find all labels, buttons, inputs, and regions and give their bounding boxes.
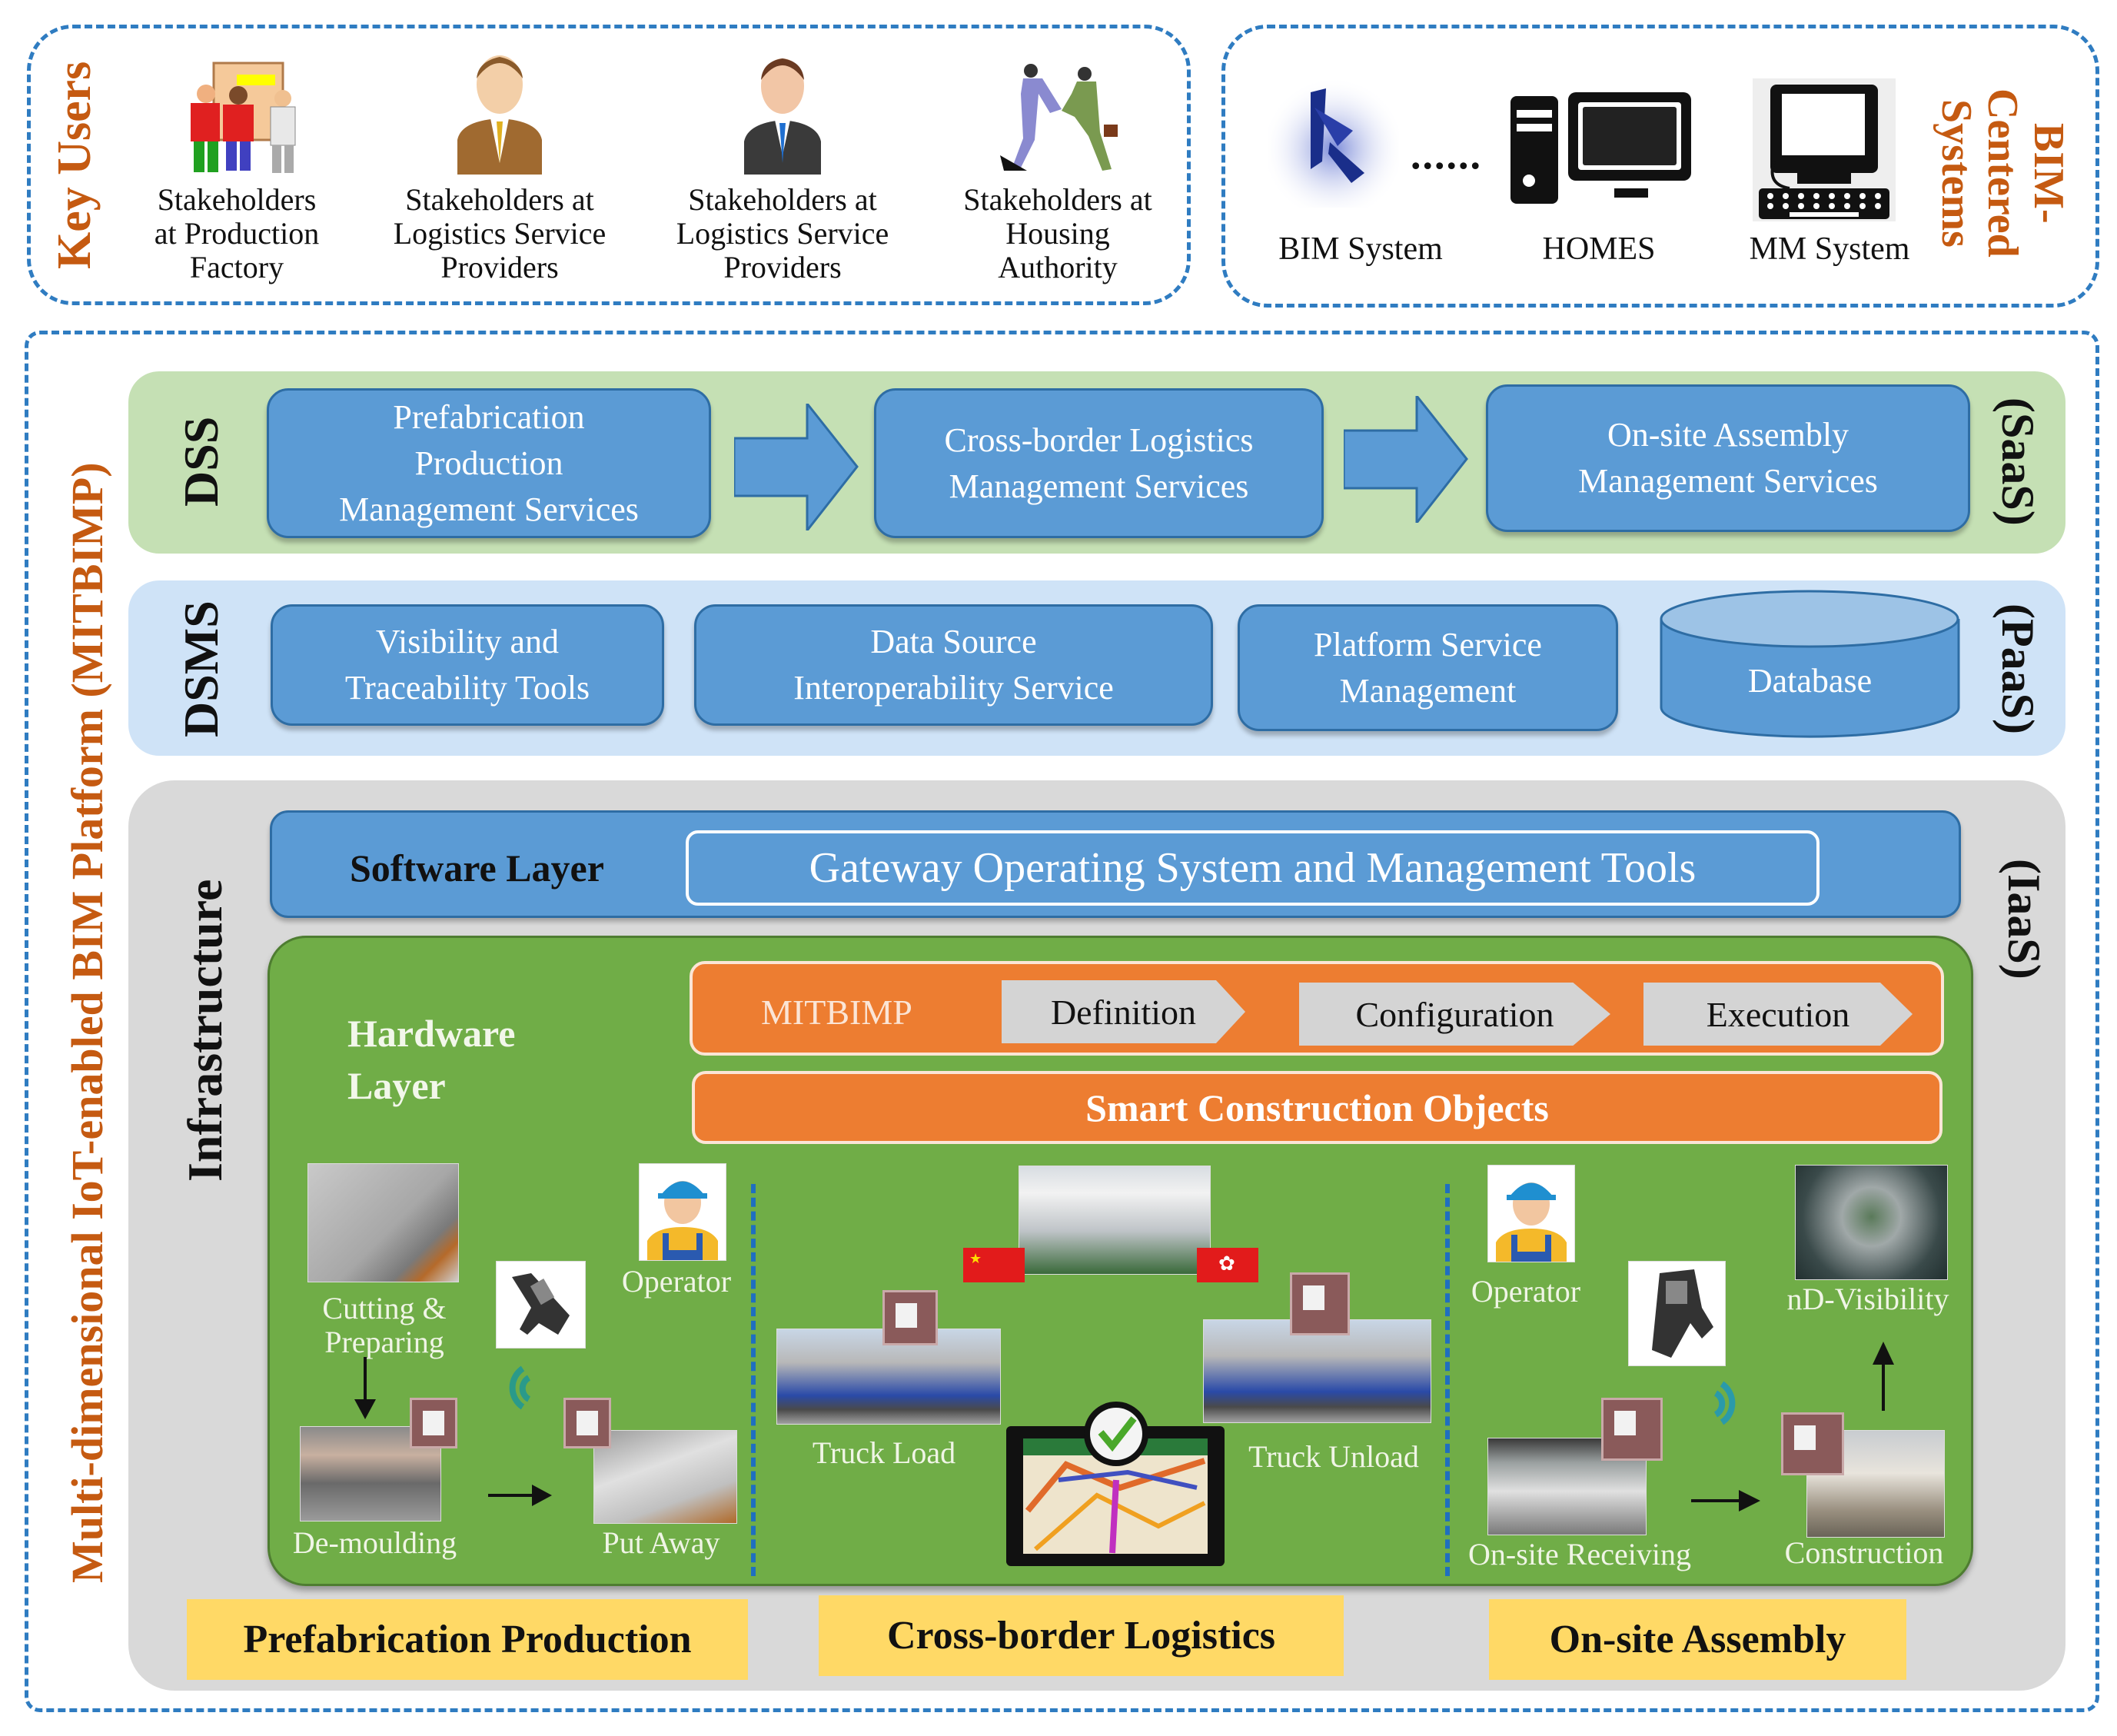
right-arrow-icon xyxy=(488,1494,534,1497)
operator-label: Operator xyxy=(621,1264,732,1299)
dss-title: DSS xyxy=(174,416,228,507)
dss-tier: (SaaS) xyxy=(1992,397,2043,526)
construction-label: Construction xyxy=(1784,1535,1944,1570)
gps-navigator-icon xyxy=(1005,1395,1228,1568)
nd-visibility-photo xyxy=(1795,1165,1948,1280)
rfid-tag-icon xyxy=(410,1398,457,1448)
rfid-tag-icon xyxy=(563,1398,611,1448)
right-arrow-icon xyxy=(1691,1499,1741,1502)
smart-construction-objects[interactable]: Smart Construction Objects xyxy=(692,1071,1943,1144)
onsite-receiving-label: On-site Receiving xyxy=(1468,1537,1691,1571)
revit-logo-icon xyxy=(1268,77,1399,208)
china-flag-icon: ★ xyxy=(963,1248,1025,1282)
border-building-photo xyxy=(1019,1166,1211,1275)
operator-avatar xyxy=(639,1163,726,1261)
factory-workers-icon xyxy=(168,48,306,178)
rfid-scanner-icon xyxy=(1628,1261,1726,1366)
key-users-title: Key Users xyxy=(48,61,101,270)
bim-systems-panel xyxy=(1221,25,2099,308)
database-label: Database xyxy=(1747,662,1873,700)
up-arrow-head xyxy=(1873,1342,1894,1365)
cutting-photo xyxy=(307,1163,459,1282)
step-definition[interactable]: Definition xyxy=(1002,980,1245,1043)
demoulding-photo xyxy=(300,1426,441,1521)
down-arrow-icon xyxy=(364,1357,367,1403)
operator-avatar xyxy=(1487,1165,1575,1262)
software-layer xyxy=(270,810,1961,918)
put-away-label: Put Away xyxy=(602,1525,720,1560)
infrastructure-title: Infrastructure xyxy=(178,879,232,1182)
rfid-tag-icon xyxy=(1290,1272,1350,1335)
rfid-scanner-icon xyxy=(496,1261,586,1349)
database-cylinder[interactable]: Database xyxy=(1659,588,1961,738)
mitbimp-label: MITBIMP xyxy=(761,993,912,1032)
phase-divider xyxy=(751,1184,756,1576)
handshake-icon xyxy=(989,48,1127,178)
demoulding-label: De-moulding xyxy=(292,1525,457,1560)
platform-title: Multi-dimensional IoT-enabled BIM Platfo… xyxy=(62,462,112,1583)
up-arrow-icon xyxy=(1882,1365,1885,1411)
software-layer-label: Software Layer xyxy=(350,846,604,890)
businessman-dark-suit-icon xyxy=(713,48,852,178)
put-away-photo xyxy=(593,1430,737,1524)
businessman-brown-suit-icon xyxy=(430,48,569,178)
step-execution[interactable]: Execution xyxy=(1643,983,1913,1046)
desktop-computer-icon xyxy=(1510,88,1695,208)
step-configuration[interactable]: Configuration xyxy=(1299,983,1610,1046)
key-users-panel xyxy=(27,25,1191,305)
homes-label: HOMES xyxy=(1542,231,1656,267)
down-arrow-head xyxy=(354,1399,376,1419)
truck-load-label: Truck Load xyxy=(812,1435,956,1470)
rfid-tag-icon xyxy=(1601,1398,1663,1461)
phase-onsite-assembly: On-site Assembly xyxy=(1489,1599,1906,1680)
mm-system-label: MM System xyxy=(1749,231,1910,267)
nd-visibility-label: nD-Visibility xyxy=(1786,1282,1949,1316)
platform-panel xyxy=(25,331,2099,1712)
truck-unload-photo xyxy=(1203,1319,1431,1423)
wireless-signal-icon xyxy=(1699,1376,1753,1430)
phase-divider xyxy=(1445,1184,1450,1576)
dsms-title: DSMS xyxy=(174,600,228,737)
rfid-tag-icon xyxy=(882,1290,938,1345)
right-arrow-head xyxy=(1739,1490,1760,1512)
flow-arrow-icon xyxy=(733,400,861,534)
flow-arrow-icon xyxy=(1342,392,1471,527)
dsms-tier: (PaaS) xyxy=(1992,604,2043,734)
systems-ellipsis: ...... xyxy=(1411,131,1482,178)
retro-computer-icon xyxy=(1751,77,1897,223)
gateway-os-box[interactable]: Gateway Operating System and Management … xyxy=(686,830,1820,906)
onsite-operator-label: Operator xyxy=(1471,1274,1581,1309)
truck-unload-label: Truck Unload xyxy=(1248,1439,1419,1474)
right-arrow-head xyxy=(532,1485,552,1506)
phase-cross-border-logistics: Cross-border Logistics xyxy=(819,1595,1344,1676)
iaas-tier: (IaaS) xyxy=(1999,858,2049,979)
wireless-signal-icon xyxy=(492,1361,546,1415)
rfid-tag-icon xyxy=(1781,1412,1844,1475)
bim-system-label: BIM System xyxy=(1278,231,1443,267)
cutting-label: Cutting &Preparing xyxy=(322,1291,447,1359)
phase-prefabrication-production: Prefabrication Production xyxy=(187,1599,748,1680)
hong-kong-flag-icon: ✿ xyxy=(1197,1248,1258,1282)
